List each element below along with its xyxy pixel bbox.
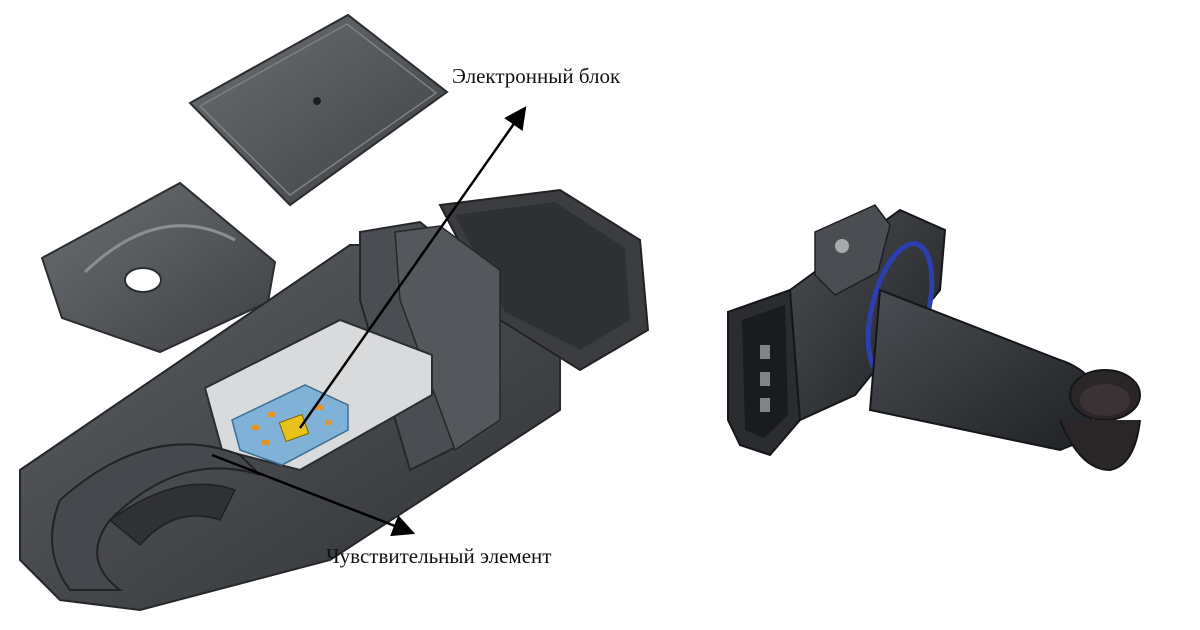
arrow-sensing-element	[211, 453, 416, 537]
top-lid	[188, 13, 449, 207]
arrow-electronic-unit	[298, 106, 527, 429]
sensor-photo	[727, 204, 1141, 472]
sensor-housing	[19, 188, 650, 612]
label-sensing-element: Чувствительный элемент	[326, 544, 552, 568]
inner-cover	[40, 181, 277, 354]
label-electronic-unit: Электронный блок	[452, 64, 621, 88]
